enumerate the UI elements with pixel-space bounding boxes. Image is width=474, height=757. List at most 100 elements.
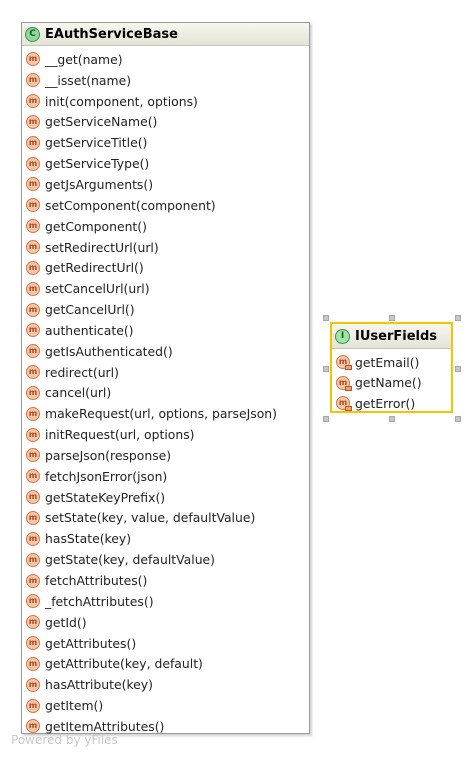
class-node-eauthservicebase[interactable]: C EAuthServiceBase m__get(name)m__isset(… — [21, 22, 310, 734]
method-icon: m — [336, 396, 352, 412]
method-row[interactable]: m getItem() — [22, 695, 309, 716]
method-signature: setState(key, value, defaultValue) — [45, 510, 256, 526]
method-icon: m — [26, 636, 40, 651]
method-signature: getCancelUrl() — [45, 302, 135, 318]
method-icon: m — [26, 427, 40, 442]
method-icon: m — [26, 302, 40, 317]
method-signature: getName() — [355, 375, 422, 391]
method-signature: getStateKeyPrefix() — [45, 489, 166, 505]
selection-handle-left[interactable] — [323, 366, 329, 372]
method-row[interactable]: m getCancelUrl() — [22, 299, 309, 320]
method-signature: __isset(name) — [45, 72, 132, 88]
method-row[interactable]: m getIsAuthenticated() — [22, 341, 309, 362]
selection-handle-top[interactable] — [389, 315, 395, 321]
method-row[interactable]: m cancel(url) — [22, 383, 309, 404]
method-signature: init(component, options) — [45, 93, 198, 109]
method-icon: m — [26, 448, 40, 463]
class-name: EAuthServiceBase — [45, 26, 178, 42]
method-icon: m — [26, 719, 40, 734]
method-signature: getComponent() — [45, 218, 147, 234]
method-icon: m — [26, 219, 40, 234]
method-row[interactable]: m setRedirectUrl(url) — [22, 237, 309, 258]
method-row[interactable]: m__get(name) — [22, 49, 309, 70]
method-icon: m — [26, 531, 40, 546]
method-signature: initRequest(url, options) — [45, 427, 195, 443]
method-row[interactable]: m getId() — [22, 612, 309, 633]
method-icon: m — [26, 615, 40, 630]
selection-handle-bottom[interactable] — [389, 416, 395, 422]
selection-handle-bottom-left[interactable] — [323, 416, 329, 422]
method-row[interactable]: m authenticate() — [22, 320, 309, 341]
method-icon: m — [26, 260, 40, 275]
method-icon: m — [26, 177, 40, 192]
class-header: C EAuthServiceBase — [22, 23, 309, 46]
method-signature: getState(key, defaultValue) — [45, 552, 216, 568]
method-row[interactable]: m getServiceName() — [22, 112, 309, 133]
method-row[interactable]: m getItemAttributes() — [22, 716, 309, 737]
method-signature: redirect(url) — [45, 364, 119, 380]
method-signature: getItem() — [45, 698, 104, 714]
method-signature: getServiceTitle() — [45, 135, 148, 151]
method-icon: m — [26, 385, 40, 400]
method-icon: m — [26, 198, 40, 213]
method-signature: __get(name) — [45, 51, 123, 67]
method-signature: getError() — [355, 395, 416, 411]
method-icon: m — [26, 490, 40, 505]
method-row[interactable]: m getStateKeyPrefix() — [22, 487, 309, 508]
method-icon: m — [26, 344, 40, 359]
selection-handle-top-left[interactable] — [323, 315, 329, 321]
method-icon: m — [26, 114, 40, 129]
method-row[interactable]: m redirect(url) — [22, 362, 309, 383]
method-signature: getEmail() — [355, 354, 420, 370]
selection-handle-right[interactable] — [455, 366, 461, 372]
method-signature: getId() — [45, 614, 87, 630]
method-row[interactable]: m initRequest(url, options) — [22, 424, 309, 445]
selection-handle-bottom-right[interactable] — [455, 416, 461, 422]
method-signature: hasAttribute(key) — [45, 677, 153, 693]
method-row[interactable]: m_fetchAttributes() — [22, 591, 309, 612]
method-signature: cancel(url) — [45, 385, 112, 401]
method-icon: m — [26, 406, 40, 421]
method-icon: m — [26, 573, 40, 588]
method-signature: getIsAuthenticated() — [45, 343, 173, 359]
method-icon: m — [26, 698, 40, 713]
method-signature: getAttribute(key, default) — [45, 656, 203, 672]
powered-by-watermark: Powered by yFiles — [11, 733, 118, 747]
method-row[interactable]: m__isset(name) — [22, 70, 309, 91]
method-icon: m — [26, 365, 40, 380]
method-signature: authenticate() — [45, 322, 134, 338]
method-icon: m — [26, 323, 40, 338]
method-signature: getServiceName() — [45, 114, 158, 130]
selection-handle-top-right[interactable] — [455, 315, 461, 321]
method-row[interactable]: m getComponent() — [22, 216, 309, 237]
method-signature: _fetchAttributes() — [45, 593, 154, 609]
method-icon: m — [26, 156, 40, 171]
method-signature: setRedirectUrl(url) — [45, 239, 159, 255]
method-signature: getItemAttributes() — [45, 718, 165, 734]
class-c-icon: C — [25, 26, 40, 42]
method-icon: m — [26, 240, 40, 255]
method-icon: m — [26, 281, 40, 296]
